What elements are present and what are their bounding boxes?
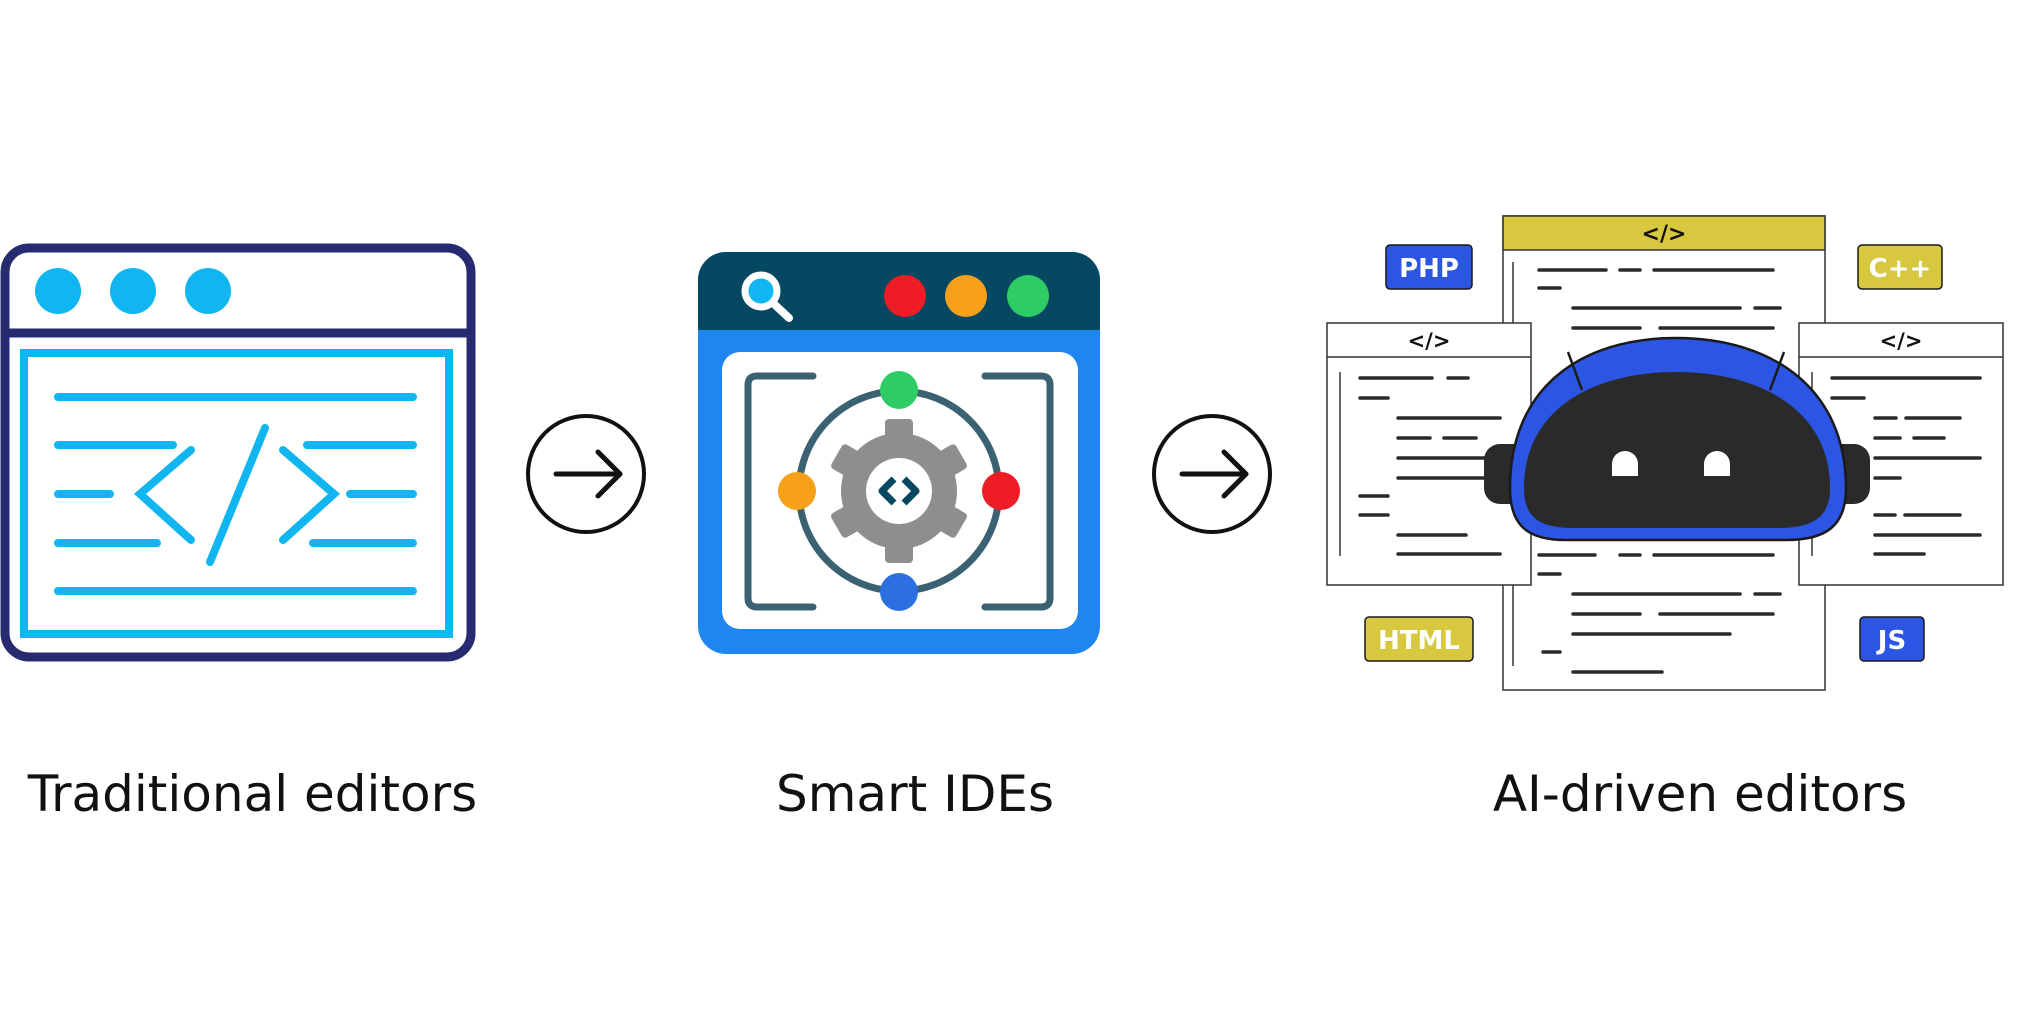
code-brackets-icon bbox=[878, 476, 920, 506]
robot-face bbox=[1524, 372, 1830, 528]
code-lines bbox=[54, 393, 417, 595]
arrow-right-icon bbox=[1152, 414, 1272, 534]
node-blue bbox=[880, 573, 918, 611]
code-tag-right: </> bbox=[1880, 329, 1923, 353]
stage-label-traditional: Traditional editors bbox=[27, 765, 478, 823]
badge-js-label: JS bbox=[1876, 626, 1906, 656]
gear-icon bbox=[831, 419, 967, 563]
badge-php: PHP bbox=[1385, 244, 1473, 290]
window-dot-2 bbox=[110, 268, 156, 314]
robot-eye-left bbox=[1612, 451, 1638, 476]
node-green bbox=[880, 371, 918, 409]
badge-html-label: HTML bbox=[1378, 626, 1460, 656]
node-orange bbox=[778, 472, 816, 510]
robot-eye-right bbox=[1704, 451, 1730, 476]
stage-label-smart-ide: Smart IDEs bbox=[775, 765, 1055, 823]
badge-js: JS bbox=[1859, 616, 1925, 662]
search-icon bbox=[741, 271, 793, 322]
arrow-right-icon bbox=[526, 414, 646, 534]
code-tag-center: </> bbox=[1642, 222, 1687, 247]
window-dot-1 bbox=[35, 268, 81, 314]
code-tag-left: </> bbox=[1408, 329, 1451, 353]
window-dot-orange bbox=[945, 275, 987, 317]
window-dot-red bbox=[884, 275, 926, 317]
ai-editor-illustration: </> bbox=[1326, 215, 2004, 691]
robot-head-icon bbox=[1484, 336, 1870, 542]
node-red bbox=[982, 472, 1020, 510]
badge-cpp: C++ bbox=[1857, 244, 1943, 290]
traditional-editor-icon bbox=[0, 243, 476, 662]
focus-brackets bbox=[744, 372, 1054, 611]
stage-label-ai-driven: AI-driven editors bbox=[1492, 765, 1908, 823]
badge-html: HTML bbox=[1364, 616, 1474, 662]
window-dot-green bbox=[1007, 275, 1049, 317]
badge-cpp-label: C++ bbox=[1869, 254, 1932, 284]
badge-php-label: PHP bbox=[1399, 254, 1459, 284]
window-dot-3 bbox=[185, 268, 231, 314]
smart-ide-icon bbox=[698, 252, 1100, 654]
